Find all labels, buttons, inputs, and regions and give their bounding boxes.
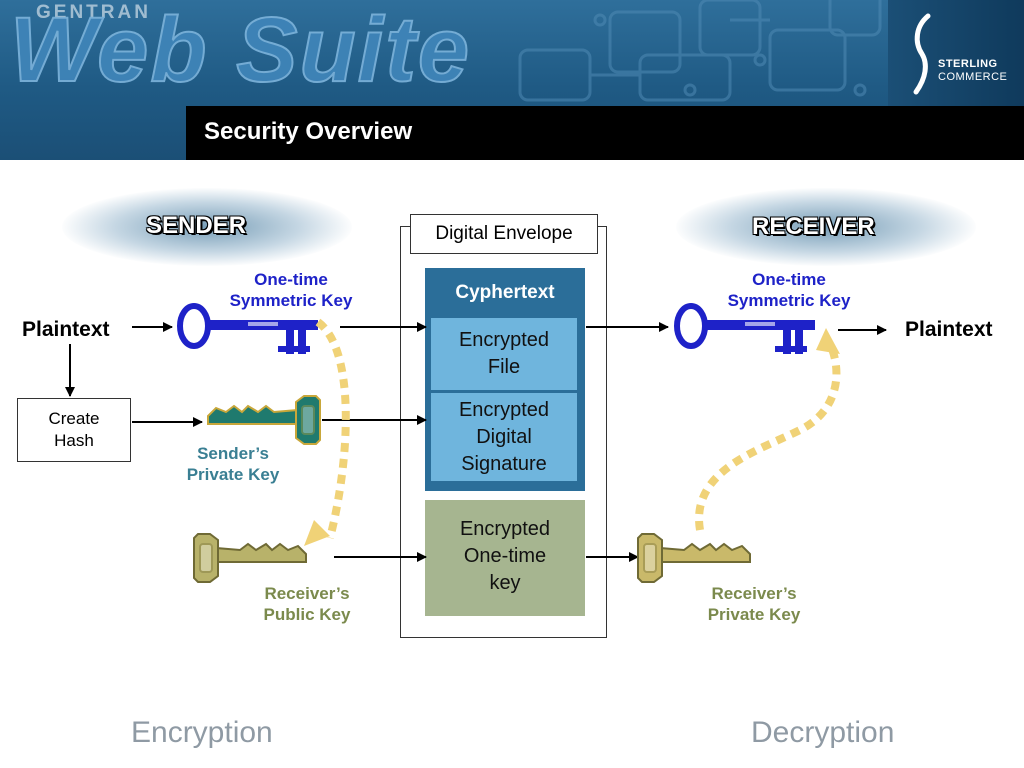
dotted-arrow-icon bbox=[304, 318, 350, 546]
receiver-public-key-line2: Public Key bbox=[263, 605, 351, 624]
receiver-symmetric-key-line1: One-time bbox=[752, 270, 826, 289]
receiver-private-key-line2: Private Key bbox=[707, 605, 801, 624]
encrypted-key-line1: Encrypted bbox=[459, 518, 551, 540]
banner: GENTRAN Web Suite STERLING COMMERCE bbox=[0, 0, 1024, 160]
receiver-private-key-line1: Receiver’s bbox=[711, 584, 797, 603]
decryption-footer: Decryption bbox=[751, 716, 895, 749]
sender-symmetric-key-icon bbox=[180, 306, 318, 354]
sender-header-glow bbox=[62, 188, 352, 266]
encrypted-file-box: Encrypted File bbox=[431, 318, 577, 390]
encrypted-file-line2: File bbox=[487, 356, 521, 378]
logo-panel bbox=[888, 0, 1024, 106]
title-bar bbox=[186, 106, 1024, 160]
create-hash-line1: Create bbox=[48, 409, 100, 428]
encrypted-signature-line1: Encrypted bbox=[458, 398, 550, 421]
receiver-private-key-icon bbox=[637, 533, 751, 583]
brand-small: GENTRAN bbox=[36, 2, 151, 23]
receiver-public-key-label: Receiver’s Public Key bbox=[244, 583, 370, 625]
sender-private-key-icon bbox=[207, 395, 321, 445]
digital-envelope-label: Digital Envelope bbox=[410, 214, 598, 254]
sender-plaintext: Plaintext bbox=[22, 318, 110, 341]
sender-symmetric-key-line1: One-time bbox=[254, 270, 328, 289]
sender-symmetric-key-label: One-time Symmetric Key bbox=[206, 269, 376, 311]
encrypted-signature-box: Encrypted Digital Signature bbox=[431, 393, 577, 481]
receiver-public-key-icon bbox=[193, 533, 307, 583]
create-hash-line2: Hash bbox=[54, 431, 94, 450]
page-title: Security Overview bbox=[204, 118, 413, 145]
sender-symmetric-key-line2: Symmetric Key bbox=[229, 291, 353, 310]
encryption-footer: Encryption bbox=[131, 716, 273, 749]
logo-text-line1: STERLING bbox=[938, 58, 998, 70]
encrypted-file-line1: Encrypted bbox=[458, 329, 550, 351]
brand-large: Web Suite bbox=[9, 0, 472, 102]
encrypted-signature-line2: Digital bbox=[476, 425, 532, 448]
encrypted-key-line2: One-time bbox=[463, 545, 547, 567]
receiver-header: RECEIVER bbox=[752, 213, 875, 240]
receiver-plaintext: Plaintext bbox=[905, 318, 993, 341]
sender-private-key-label: Sender’s Private Key bbox=[168, 443, 298, 485]
sender-header: SENDER bbox=[146, 212, 247, 239]
receiver-symmetric-key-line2: Symmetric Key bbox=[727, 291, 851, 310]
encrypted-key-line3: key bbox=[489, 572, 521, 594]
receiver-symmetric-key-label: One-time Symmetric Key bbox=[704, 269, 874, 311]
receiver-header-glow bbox=[676, 188, 976, 266]
sender-private-key-line2: Private Key bbox=[186, 465, 280, 484]
encrypted-signature-line3: Signature bbox=[461, 452, 547, 475]
create-hash-box: Create Hash bbox=[17, 398, 131, 462]
logo-text-line2: COMMERCE bbox=[938, 71, 1008, 83]
circuit-pattern bbox=[518, 0, 882, 102]
receiver-private-key-label: Receiver’s Private Key bbox=[690, 583, 818, 625]
sterling-commerce-logo-icon bbox=[913, 13, 931, 95]
sender-private-key-line1: Sender’s bbox=[197, 444, 269, 463]
encrypted-one-time-key-box: Encrypted One-time key bbox=[425, 500, 585, 616]
cyphertext-title: Cyphertext bbox=[455, 282, 555, 303]
receiver-public-key-line1: Receiver’s bbox=[264, 584, 350, 603]
dotted-arrow-icon bbox=[695, 328, 841, 531]
receiver-symmetric-key-icon bbox=[677, 306, 815, 354]
